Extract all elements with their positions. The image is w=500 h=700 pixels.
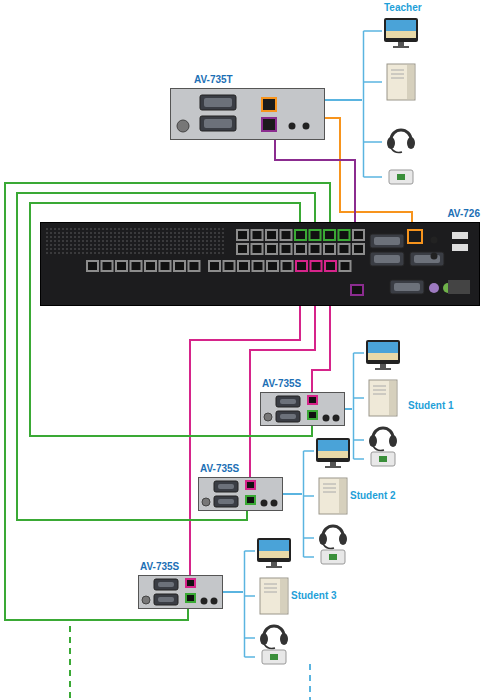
cable-line — [190, 306, 300, 575]
cable-connector — [283, 494, 302, 495]
cable-connector — [190, 306, 300, 575]
computer-peripherals — [302, 438, 412, 566]
cable-line — [325, 118, 412, 222]
cable-line — [250, 306, 315, 477]
cable-line — [345, 408, 352, 410]
student-station: Student 1 — [352, 340, 470, 468]
dashed-green-cable — [69, 626, 71, 700]
device-panel — [40, 222, 480, 306]
cable-line — [283, 493, 302, 495]
cable-connector — [325, 100, 362, 101]
cable-connector — [325, 118, 412, 222]
device-label: AV-735T — [194, 74, 233, 86]
station-label: Student 1 — [408, 400, 454, 412]
receiver-unit: AV-735S — [260, 392, 345, 426]
dashed-blue-cable — [309, 664, 311, 700]
device-label: AV-735S — [200, 463, 239, 475]
student-station: Student 2 — [302, 438, 412, 566]
device-panel — [170, 88, 325, 140]
device-panel — [198, 477, 283, 511]
cable-line — [223, 591, 243, 593]
receiver-unit: AV-735S — [198, 477, 283, 511]
device-label: AV-735S — [262, 378, 301, 390]
station-label: Student 3 — [291, 590, 337, 602]
device-panel — [260, 392, 345, 426]
station-label: Teacher — [384, 2, 422, 14]
computer-peripherals — [362, 0, 454, 200]
cable-connector — [345, 409, 352, 410]
device-label: AV-726 — [447, 208, 480, 220]
computer-peripherals — [243, 538, 353, 666]
transmitter-unit: AV-735T — [170, 88, 325, 140]
receiver-unit: AV-735S — [138, 575, 223, 609]
cable-connector — [223, 592, 243, 593]
station-label: Student 2 — [350, 490, 396, 502]
device-panel — [138, 575, 223, 609]
student-station: Student 3 — [243, 538, 353, 666]
teacher-station: Teacher — [362, 0, 454, 200]
device-label: AV-735S — [140, 561, 179, 573]
cable-line — [325, 99, 362, 101]
cable-connector — [250, 306, 315, 477]
main-switch-unit: AV-726 — [40, 222, 480, 306]
